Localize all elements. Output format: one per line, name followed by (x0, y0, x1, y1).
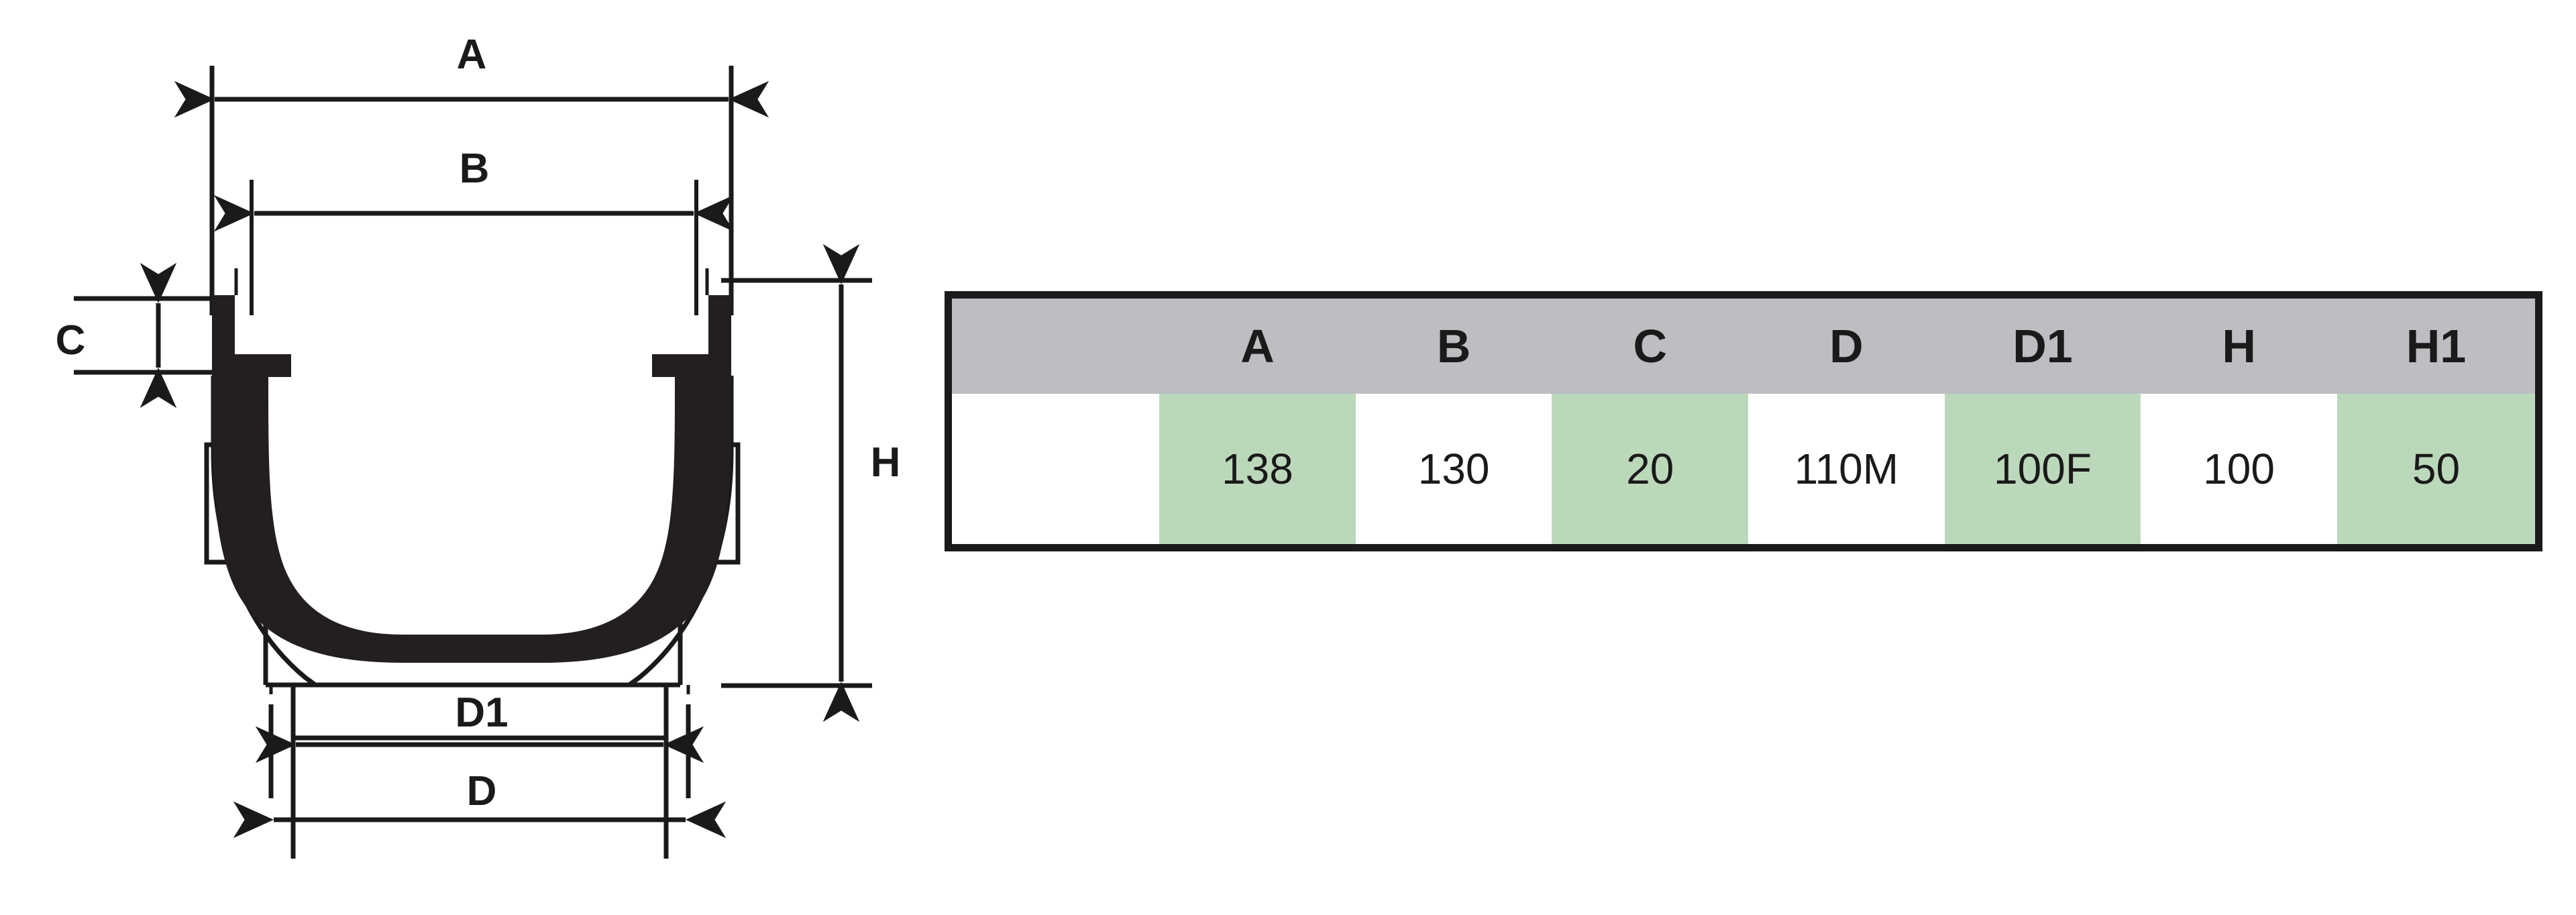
channel-outlet-spigot (269, 685, 690, 741)
dimension-label-B: B (459, 146, 490, 192)
table-cell-b: 130 (1355, 394, 1552, 544)
table-header-cell-d: D (1748, 299, 1945, 394)
channel-cross-section-drawing: A B C H D1 D (0, 0, 939, 915)
dimension-label-H: H (870, 439, 901, 486)
table-cell-d1: 100F (1944, 394, 2141, 544)
table-header: A B C D D1 H H1 (952, 299, 2535, 394)
table-header-cell-h: H (2141, 299, 2337, 394)
table-header-cell-a: A (1159, 299, 1356, 394)
table-header-cell-b: B (1355, 299, 1552, 394)
dimension-label-D1: D1 (455, 690, 508, 736)
channel-inner-profile (212, 295, 731, 663)
table-header-cell-d1: D1 (1944, 299, 2141, 394)
dimensions-table-panel: A B C D D1 H H1 138 130 20 110M 100F (945, 291, 2542, 551)
table-header-cell-c: C (1552, 299, 1749, 394)
table-row: 138 130 20 110M 100F 100 50 (952, 394, 2535, 544)
table-header-row: A B C D D1 H H1 (952, 299, 2535, 394)
table-cell-d: 110M (1748, 394, 1945, 544)
table-cell-h: 100 (2141, 394, 2337, 544)
table-header-cell-lead (952, 299, 1160, 394)
table-cell-lead (952, 394, 1160, 544)
flange-tick-marks (234, 268, 709, 295)
table-cell-c: 20 (1552, 394, 1749, 544)
dimension-arrows (140, 80, 860, 839)
dimensions-table: A B C D D1 H H1 138 130 20 110M 100F (952, 299, 2535, 544)
table-body: 138 130 20 110M 100F 100 50 (952, 394, 2535, 544)
dimension-label-D: D (466, 768, 497, 814)
table-cell-h1: 50 (2337, 394, 2535, 544)
cross-section-svg (74, 66, 872, 859)
table-cell-a: 138 (1159, 394, 1356, 544)
table-header-cell-h1: H1 (2337, 299, 2535, 394)
dimension-label-A: A (456, 32, 487, 78)
dimension-label-C: C (55, 317, 86, 364)
